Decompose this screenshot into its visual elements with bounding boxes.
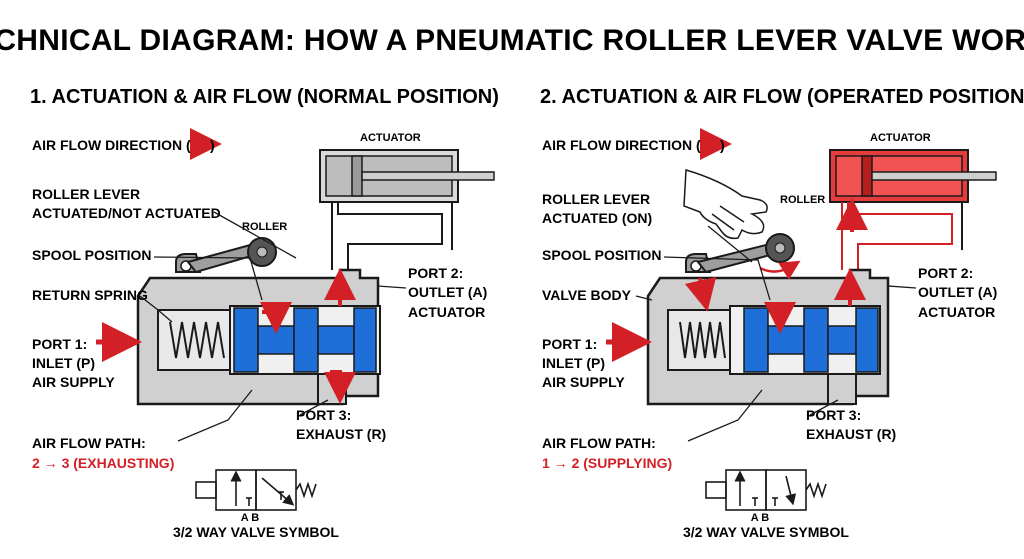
air-flow-direction-label: AIR FLOW DIRECTION ( [32, 137, 191, 153]
port2-actuator: ACTUATOR [408, 304, 485, 320]
port1-supply: AIR SUPPLY [32, 374, 115, 390]
actuator-cylinder [319, 149, 495, 203]
actuator-cylinder-pressurized [829, 149, 997, 203]
spool-position-label: SPOOL POSITION [32, 247, 152, 263]
hand-icon [683, 169, 768, 240]
roller-label: ROLLER [242, 221, 287, 233]
panel-heading: 2. ACTUATION & AIR FLOW (OPERATED POSITI… [540, 86, 1024, 108]
return-spring [679, 321, 726, 359]
roller-lever-label: ROLLER LEVER [32, 186, 140, 202]
leader-lines [139, 211, 407, 442]
actuator-tubing [836, 198, 963, 270]
symbol-caption: 3/2 WAY VALVE SYMBOL [683, 524, 849, 540]
panel-normal: 1. ACTUATION & AIR FLOW (NORMAL POSITION… [30, 86, 499, 540]
valve-symbol [705, 469, 827, 511]
air-flow-direction-label: AIR FLOW DIRECTION ( [542, 137, 701, 153]
valve-body-label: VALVE BODY [542, 287, 632, 303]
valve-symbol [195, 469, 317, 511]
port1-inlet: INLET (P) [32, 355, 95, 371]
panel-heading: 1. ACTUATION & AIR FLOW (NORMAL POSITION… [30, 86, 499, 108]
actuator-tubing [331, 202, 453, 270]
air-flow-direction-close: ) [720, 137, 725, 153]
main-title: TECHNICAL DIAGRAM: HOW A PNEUMATIC ROLLE… [0, 24, 1024, 57]
return-spring-label: RETURN SPRING [32, 287, 148, 303]
leader-lines [635, 225, 917, 442]
air-flow-arrows [606, 128, 866, 362]
panel-operated: 2. ACTUATION & AIR FLOW (OPERATED POSITI… [540, 86, 1024, 540]
actuator-label: ACTUATOR [870, 132, 931, 144]
port3-exhaust: EXHAUST (R) [296, 426, 386, 442]
port1-inlet: INLET (P) [542, 355, 605, 371]
port2-label: PORT 2: [918, 265, 973, 281]
port3-label: PORT 3: [806, 407, 861, 423]
port2-outlet: OUTLET (A) [918, 284, 997, 300]
roller-label: ROLLER [780, 194, 825, 206]
air-flow-path-label: AIR FLOW PATH: [32, 435, 146, 451]
port2-outlet: OUTLET (A) [408, 284, 487, 300]
roller-lever [175, 237, 277, 274]
air-flow-path-value: 1 → 2 (SUPPLYING) [542, 455, 672, 471]
port1-label: PORT 1: [542, 336, 597, 352]
air-flow-path-value: 2 → 3 (EXHAUSTING) [32, 455, 174, 471]
spool-position-label: SPOOL POSITION [542, 247, 662, 263]
symbol-ports: A B [751, 512, 770, 524]
symbol-ports: A B [241, 512, 260, 524]
roller-lever-label: ROLLER LEVER [542, 191, 650, 207]
air-flow-direction-close: ) [210, 137, 215, 153]
port2-actuator: ACTUATOR [918, 304, 995, 320]
spool [743, 307, 879, 373]
return-spring [169, 321, 225, 359]
port2-label: PORT 2: [408, 265, 463, 281]
actuator-label: ACTUATOR [360, 132, 421, 144]
roller-lever-state: ACTUATED/NOT ACTUATED [32, 205, 221, 221]
port3-exhaust: EXHAUST (R) [806, 426, 896, 442]
valve-body [136, 268, 381, 406]
port3-label: PORT 3: [296, 407, 351, 423]
symbol-caption: 3/2 WAY VALVE SYMBOL [173, 524, 339, 540]
spool [233, 307, 377, 373]
port1-supply: AIR SUPPLY [542, 374, 625, 390]
air-flow-arrows [96, 128, 356, 404]
port1-label: PORT 1: [32, 336, 87, 352]
roller-lever-state: ACTUATED (ON) [542, 210, 652, 226]
air-flow-path-label: AIR FLOW PATH: [542, 435, 656, 451]
